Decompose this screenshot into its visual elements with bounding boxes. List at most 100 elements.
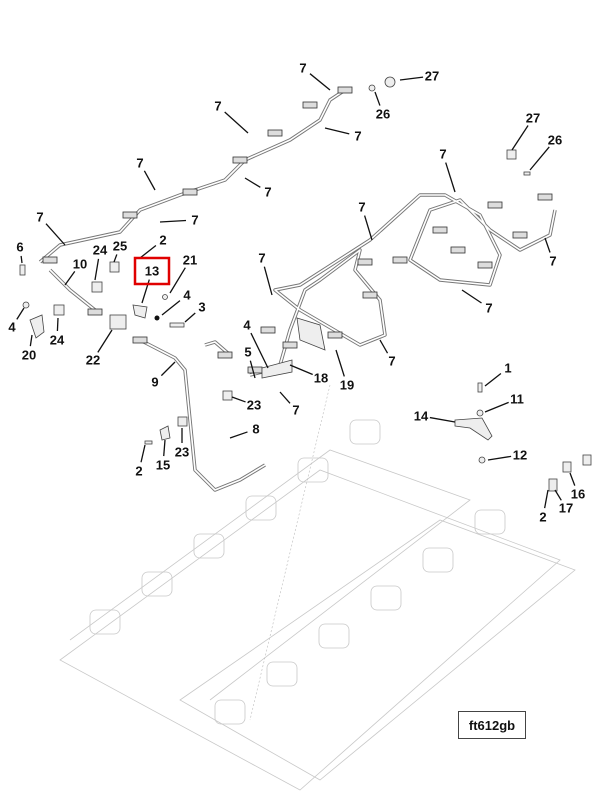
part-2-bolt xyxy=(144,440,153,445)
leader-line-12 xyxy=(487,455,512,461)
callout-12[interactable]: 12 xyxy=(513,448,527,463)
leader-line-5 xyxy=(249,360,256,379)
fitting-connector xyxy=(337,86,353,94)
cylinder-head-outline xyxy=(89,609,121,635)
callout-7[interactable]: 7 xyxy=(485,301,492,316)
part-26 xyxy=(368,84,376,92)
leader-line-4 xyxy=(161,300,181,316)
leader-line-7 xyxy=(244,177,261,188)
callout-7[interactable]: 7 xyxy=(136,156,143,171)
callout-25[interactable]: 25 xyxy=(113,239,127,254)
callout-2[interactable]: 2 xyxy=(135,464,142,479)
callout-24[interactable]: 24 xyxy=(50,333,65,348)
part-20-bracket xyxy=(29,314,45,339)
callout-24[interactable]: 24 xyxy=(93,243,108,258)
part-23-clip xyxy=(222,390,233,401)
callout-27[interactable]: 27 xyxy=(526,111,540,126)
fitting-connector xyxy=(450,246,466,254)
part-22-block xyxy=(109,314,127,330)
figure-id: ft612gb xyxy=(458,711,526,739)
callout-4[interactable]: 4 xyxy=(8,320,16,335)
callout-7[interactable]: 7 xyxy=(354,129,361,144)
cylinder-head-outline xyxy=(349,419,381,445)
leader-line-2 xyxy=(140,444,146,463)
callout-23[interactable]: 23 xyxy=(247,398,261,413)
leader-line-17 xyxy=(554,489,562,501)
fitting-connector xyxy=(512,231,528,239)
cylinder-head-outline xyxy=(245,495,277,521)
cylinder-head-outline xyxy=(318,623,350,649)
callout-23[interactable]: 23 xyxy=(175,445,189,460)
leader-line-20 xyxy=(29,334,33,347)
callout-11[interactable]: 11 xyxy=(510,392,524,407)
leader-line-7 xyxy=(143,170,156,191)
callout-27[interactable]: 27 xyxy=(425,69,439,84)
callout-26[interactable]: 26 xyxy=(376,107,390,122)
leader-line-7 xyxy=(224,111,249,134)
callout-26[interactable]: 26 xyxy=(548,133,562,148)
part-4-nut xyxy=(154,315,160,321)
leader-line-2 xyxy=(139,245,157,259)
callout-13[interactable]: 13 xyxy=(145,264,159,279)
callout-10[interactable]: 10 xyxy=(73,257,87,272)
callout-7[interactable]: 7 xyxy=(258,251,265,266)
leader-line-3 xyxy=(184,312,196,323)
leader-line-7 xyxy=(445,162,456,193)
callout-2[interactable]: 2 xyxy=(539,510,546,525)
callout-2[interactable]: 2 xyxy=(159,233,166,248)
fitting-connector xyxy=(182,188,198,196)
leader-line-24 xyxy=(56,317,59,332)
part-24-clip xyxy=(53,304,65,316)
callout-7[interactable]: 7 xyxy=(191,213,198,228)
part-15 xyxy=(159,425,171,441)
callout-7[interactable]: 7 xyxy=(299,61,306,76)
callout-7[interactable]: 7 xyxy=(388,354,395,369)
cylinder-head-outline xyxy=(193,533,225,559)
fitting-connector xyxy=(432,226,448,234)
leader-line-7 xyxy=(159,219,187,223)
callout-4[interactable]: 4 xyxy=(243,318,251,333)
callout-7[interactable]: 7 xyxy=(549,254,556,269)
callout-7[interactable]: 7 xyxy=(292,403,299,418)
fitting-connector xyxy=(122,211,138,219)
leader-lines xyxy=(16,73,576,509)
callout-14[interactable]: 14 xyxy=(414,409,429,424)
callout-8[interactable]: 8 xyxy=(252,422,259,437)
cylinder-head-outline xyxy=(297,457,329,483)
fitting-connector xyxy=(537,193,553,201)
callout-5[interactable]: 5 xyxy=(244,345,251,360)
callout-7[interactable]: 7 xyxy=(36,210,43,225)
callout-6[interactable]: 6 xyxy=(16,240,23,255)
callout-4[interactable]: 4 xyxy=(183,288,191,303)
callout-3[interactable]: 3 xyxy=(198,300,205,315)
callout-18[interactable]: 18 xyxy=(314,371,328,386)
highlight-box xyxy=(133,256,171,286)
leader-line-7 xyxy=(363,215,373,241)
callout-7[interactable]: 7 xyxy=(214,99,221,114)
leader-line-21 xyxy=(169,267,186,294)
callout-22[interactable]: 22 xyxy=(86,353,100,368)
callout-7[interactable]: 7 xyxy=(358,200,365,215)
leader-line-14 xyxy=(429,416,456,423)
callout-21[interactable]: 21 xyxy=(183,253,197,268)
cylinder-head-outline xyxy=(370,585,402,611)
callout-16[interactable]: 16 xyxy=(571,487,585,502)
callout-7[interactable]: 7 xyxy=(439,147,446,162)
callout-15[interactable]: 15 xyxy=(156,458,170,473)
callout-19[interactable]: 19 xyxy=(340,378,354,393)
fitting-connector xyxy=(362,291,378,299)
fitting-connector xyxy=(477,261,493,269)
cylinder-head-outline xyxy=(214,699,246,725)
callout-1[interactable]: 1 xyxy=(504,361,511,376)
fitting-connector xyxy=(42,256,58,264)
callout-7[interactable]: 7 xyxy=(264,185,271,200)
callout-20[interactable]: 20 xyxy=(22,348,36,363)
part-14-bracket xyxy=(454,417,493,441)
leader-line-19 xyxy=(335,349,345,377)
leader-line-18 xyxy=(289,364,313,376)
callout-17[interactable]: 17 xyxy=(559,501,573,516)
leader-line-27 xyxy=(399,76,424,81)
callout-9[interactable]: 9 xyxy=(151,375,158,390)
